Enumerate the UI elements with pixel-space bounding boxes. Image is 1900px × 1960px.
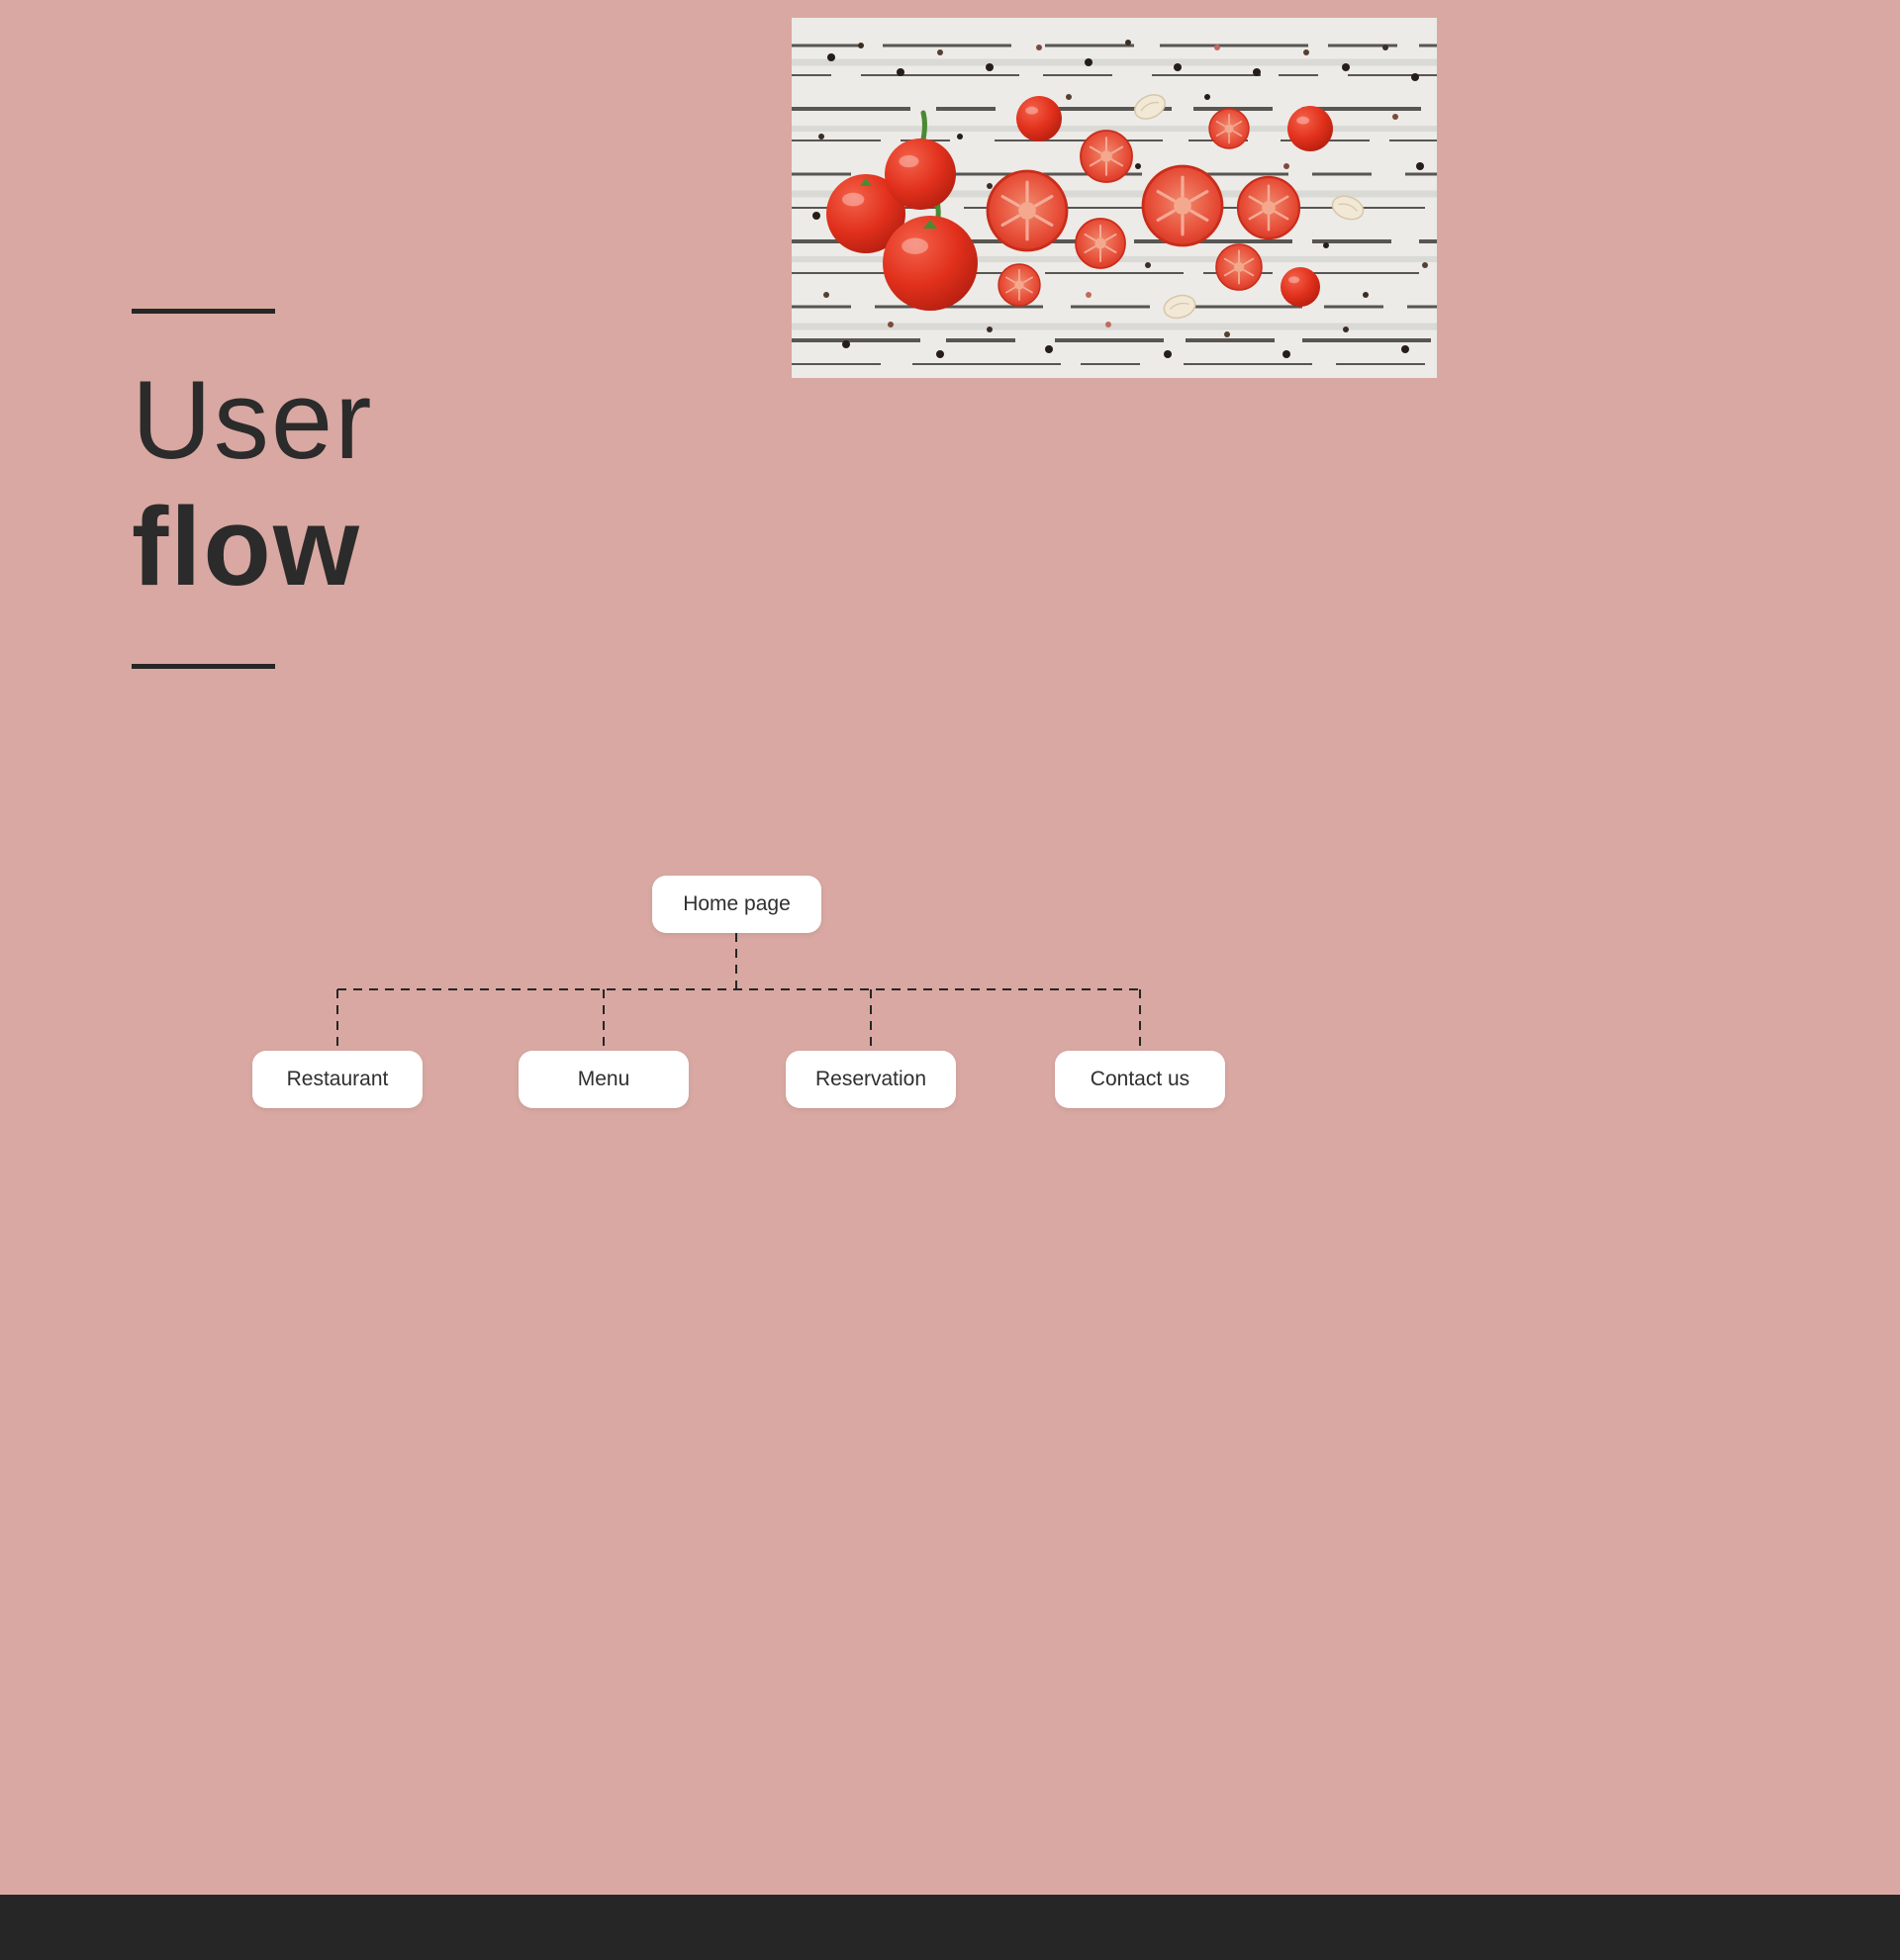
- flow-node-menu: Menu: [519, 1051, 689, 1108]
- page-title-line2: flow: [132, 485, 361, 608]
- flow-node-restaurant: Restaurant: [252, 1051, 423, 1108]
- flow-node-home-page-label: Home page: [683, 892, 791, 915]
- flow-node-restaurant-label: Restaurant: [286, 1068, 389, 1090]
- flow-node-menu-label: Menu: [577, 1068, 630, 1090]
- flow-node-reservation-label: Reservation: [814, 1068, 927, 1090]
- flow-node-reservation: Reservation: [786, 1051, 956, 1108]
- title-block: User flow: [132, 309, 373, 669]
- flowchart-connectors: [336, 933, 1141, 1051]
- page-title-line1: User: [132, 358, 374, 482]
- footer-band: [0, 1895, 1900, 1960]
- flow-node-contact-us-label: Contact us: [1090, 1068, 1190, 1090]
- tomatoes-photo-graphic: [792, 18, 1437, 378]
- tomatoes-photo: [792, 18, 1437, 378]
- title-rule-bottom: [132, 664, 275, 669]
- flow-node-contact-us: Contact us: [1055, 1051, 1225, 1108]
- flow-node-home-page: Home page: [652, 876, 821, 933]
- title-rule-top: [132, 309, 275, 314]
